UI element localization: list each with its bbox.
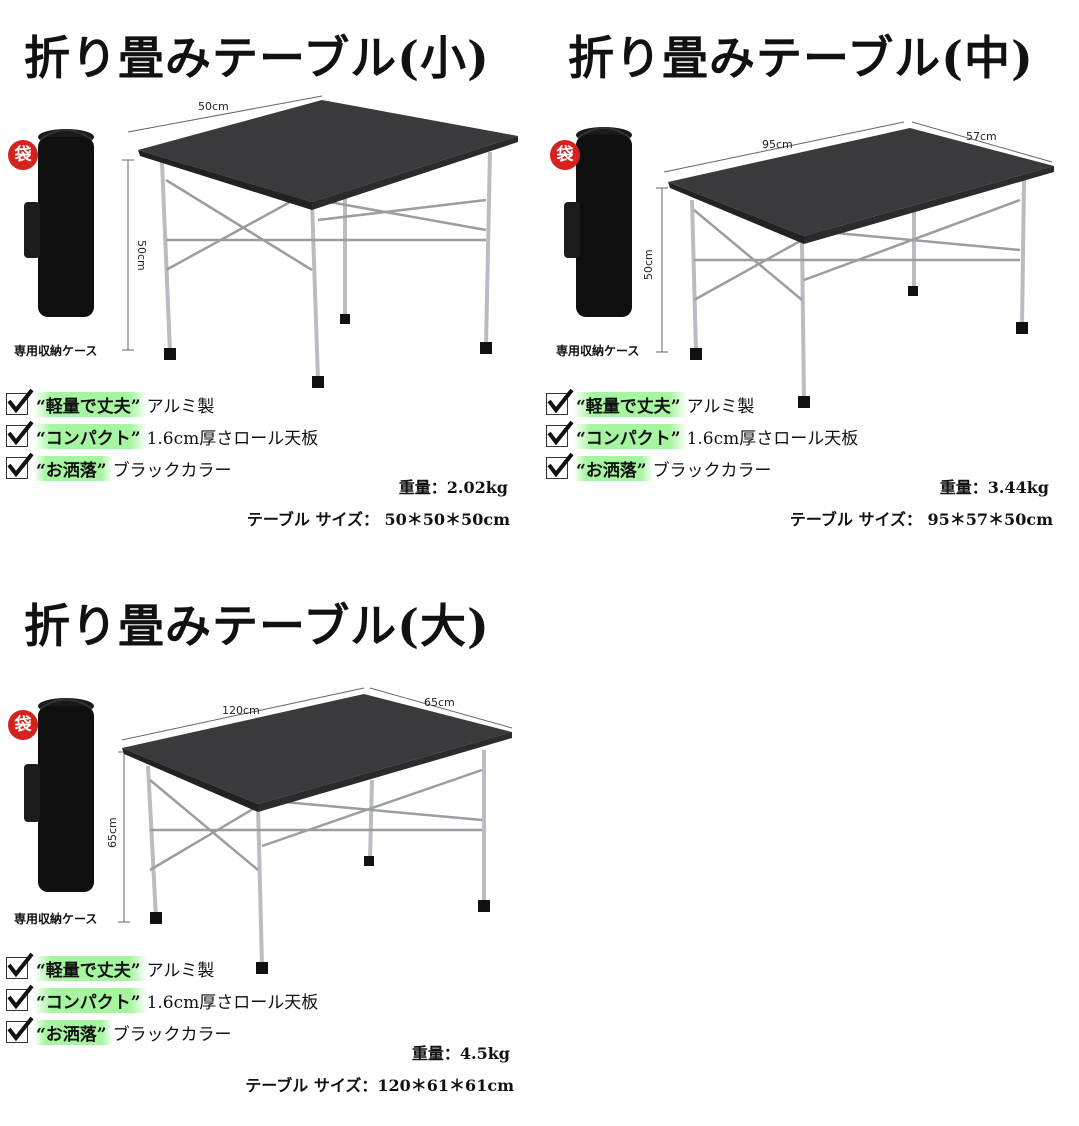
bag-badge-icon: 袋 — [8, 140, 38, 170]
panel-small-table: 折り畳みテーブル(小) 50cm 50cm — [0, 0, 540, 540]
feature-item: “軽量で丈夫”アルミ製 — [6, 388, 318, 420]
feature-item: “コンパクト”1.6cm厚さロール天板 — [6, 984, 318, 1016]
size-medium: テーブル サイズ： 95＊57＊50cm — [789, 510, 1053, 529]
storage-case-image — [564, 127, 632, 317]
checkbox-check-icon — [546, 420, 574, 447]
dim-depth-medium: 57cm — [966, 130, 997, 143]
feature-list-large: “軽量で丈夫”アルミ製 “コンパクト”1.6cm厚さロール天板 “お洒落”ブラッ… — [6, 952, 318, 1048]
tabletop-medium — [668, 128, 1054, 236]
table-illustration-medium: 50cm 95cm 57cm — [564, 121, 1054, 408]
weight-small: 重量：2.02kg — [398, 478, 508, 497]
tabletop-small — [138, 100, 518, 202]
title-small: 折り畳みテーブル(小) — [24, 31, 490, 85]
figure-large: 65cm 120cm 65cm — [0, 680, 540, 1020]
dim-width-small: 50cm — [198, 100, 229, 113]
feature-list-small: “軽量で丈夫”アルミ製 “コンパクト”1.6cm厚さロール天板 “お洒落”ブラッ… — [6, 388, 318, 484]
weight-medium: 重量：3.44kg — [939, 478, 1049, 497]
checkbox-check-icon — [6, 1016, 34, 1043]
bag-badge-icon: 袋 — [8, 710, 38, 740]
dim-depth-large: 65cm — [424, 696, 455, 709]
feature-item: “コンパクト”1.6cm厚さロール天板 — [546, 420, 858, 452]
dim-height-small: 50cm — [135, 240, 148, 271]
storage-case-image — [24, 698, 94, 892]
dim-width-large: 120cm — [222, 704, 260, 717]
weight-large: 重量：4.5kg — [411, 1044, 510, 1063]
figure-medium: 50cm 95cm 57cm — [540, 90, 1079, 430]
checkbox-check-icon — [546, 452, 574, 479]
checkbox-check-icon — [6, 984, 34, 1011]
feature-item: “軽量で丈夫”アルミ製 — [546, 388, 858, 420]
checkbox-check-icon — [6, 952, 34, 979]
feature-list-medium: “軽量で丈夫”アルミ製 “コンパクト”1.6cm厚さロール天板 “お洒落”ブラッ… — [546, 388, 858, 484]
feature-item: “軽量で丈夫”アルミ製 — [6, 952, 318, 984]
tabletop-large — [122, 694, 512, 804]
bag-badge-icon: 袋 — [550, 140, 580, 170]
feature-item: “お洒落”ブラックカラー — [6, 452, 318, 484]
feature-item: “お洒落”ブラックカラー — [546, 452, 858, 484]
figure-small: 50cm 50cm — [0, 90, 540, 430]
table-illustration-small: 50cm 50cm — [24, 95, 518, 388]
feature-item: “コンパクト”1.6cm厚さロール天板 — [6, 420, 318, 452]
case-label-small: 専用収納ケース — [14, 344, 98, 358]
title-large: 折り畳みテーブル(大) — [24, 599, 490, 653]
dim-height-medium: 50cm — [642, 249, 655, 280]
checkbox-check-icon — [6, 388, 34, 415]
storage-case-image — [24, 129, 94, 317]
size-small: テーブル サイズ： 50＊50＊50cm — [246, 510, 510, 529]
table-illustration-large: 65cm 120cm 65cm — [24, 687, 513, 974]
checkbox-check-icon — [6, 452, 34, 479]
dim-height-large: 65cm — [106, 817, 119, 848]
panel-medium-table: 折り畳みテーブル(中) 50cm 95cm 57cm — [540, 0, 1079, 540]
checkbox-check-icon — [6, 420, 34, 447]
feature-item: “お洒落”ブラックカラー — [6, 1016, 318, 1048]
dim-width-medium: 95cm — [762, 138, 793, 151]
panel-large-table: 折り畳みテーブル(大) 65cm 120cm 65cm — [0, 570, 540, 1120]
checkbox-check-icon — [546, 388, 574, 415]
case-label-medium: 専用収納ケース — [556, 344, 640, 358]
size-large: テーブル サイズ：120＊61＊61cm — [245, 1076, 514, 1095]
title-medium: 折り畳みテーブル(中) — [568, 31, 1034, 85]
case-label-large: 専用収納ケース — [14, 912, 98, 926]
